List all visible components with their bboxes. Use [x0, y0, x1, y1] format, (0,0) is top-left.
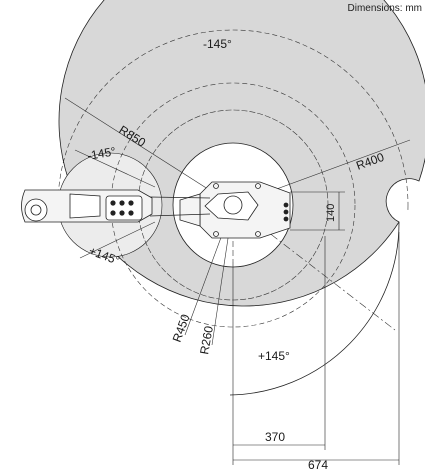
dimension-lines	[232, 191, 400, 465]
label-dim-370: 370	[265, 430, 285, 444]
arc-r450	[110, 82, 356, 328]
label-r260: R260	[197, 325, 216, 356]
arc-r850	[57, 29, 409, 210]
label-j1-negative: -145°	[203, 37, 232, 51]
line-r850	[64, 97, 234, 206]
line-j2-neg	[74, 149, 156, 188]
label-dim-140: 140	[325, 204, 337, 222]
units-note: Dimensions: mm	[347, 3, 422, 14]
robot-arm	[21, 181, 291, 239]
label-j2-negative: -145°	[86, 144, 117, 163]
label-j1-positive: +145°	[258, 349, 290, 363]
label-dim-674: 674	[308, 458, 328, 470]
label-r450: R450	[170, 312, 193, 344]
line-j2-pos	[79, 221, 156, 259]
